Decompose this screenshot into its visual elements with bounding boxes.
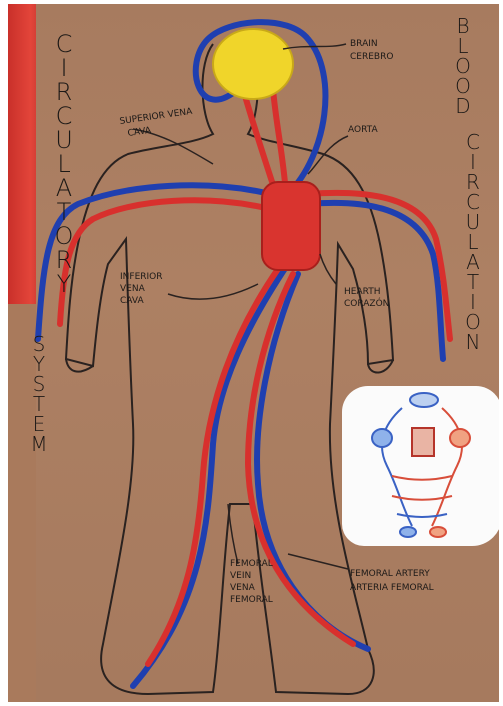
- right-arm-artery: [60, 200, 270, 324]
- title-system: S Y S T E M: [30, 334, 48, 454]
- title-letter: U: [54, 128, 74, 152]
- diagram-artery-path: [432, 408, 462, 526]
- title-letter: C: [54, 104, 74, 128]
- title-circulation: C I R C U L A T I O N: [464, 132, 482, 352]
- femoral-vein-pointer: [228, 504, 238, 564]
- inferior-vena-cava-pointer: [168, 284, 258, 299]
- label-heart-es: CORAZÓN: [344, 297, 389, 309]
- label-femoral-artery-en: FEMORAL ARTERY: [350, 569, 430, 579]
- heart-clay: [262, 182, 320, 270]
- title-letter: O: [464, 312, 482, 332]
- title-letter: O: [54, 224, 74, 248]
- label-superior-vena-cava-2: CAVA: [127, 126, 153, 139]
- title-letter: I: [464, 152, 482, 172]
- title-letter: I: [54, 56, 74, 80]
- label-superior-vena-cava-1: SUPERIOR VENA: [119, 107, 194, 127]
- right-leg-vein: [133, 264, 288, 686]
- label-aorta: AORTA: [348, 125, 378, 135]
- label-femoral-vein-2: VEIN: [230, 571, 251, 581]
- femoral-artery-pointer: [288, 554, 348, 569]
- title-letter: Y: [30, 354, 48, 374]
- title-letter: N: [464, 332, 482, 352]
- title-letter: S: [30, 334, 48, 354]
- label-femoral-vein-3: VENA: [230, 583, 256, 593]
- title-letter: C: [464, 132, 482, 152]
- circulatory-illustration: BRAIN CEREBRO SUPERIOR VENA CAVA AORTA I…: [8, 4, 499, 702]
- title-letter: O: [454, 56, 472, 76]
- title-letter: E: [30, 414, 48, 434]
- title-letter: R: [54, 80, 74, 104]
- title-letter: S: [30, 374, 48, 394]
- title-letter: T: [54, 200, 74, 224]
- title-letter: I: [464, 292, 482, 312]
- label-femoral-vein-4: FEMORAL: [230, 595, 273, 605]
- left-arm-artery: [308, 193, 450, 339]
- diagram-organ-loop-1: [392, 476, 452, 480]
- title-letter: Y: [54, 272, 74, 296]
- title-letter: A: [464, 252, 482, 272]
- title-letter: R: [464, 172, 482, 192]
- poster-photo: BRAIN CEREBRO SUPERIOR VENA CAVA AORTA I…: [8, 4, 499, 702]
- label-brain-en: BRAIN: [350, 39, 378, 49]
- diagram-lung-right: [450, 429, 470, 447]
- diagram-lung-left: [372, 429, 392, 447]
- title-letter: L: [54, 152, 74, 176]
- diagram-organ-blue: [400, 527, 416, 537]
- heart-pointer: [320, 254, 336, 284]
- label-inferior-vena-cava-3: CAVA: [120, 296, 144, 306]
- brain-clay: [213, 29, 293, 99]
- label-femoral-vein-1: FEMORAL: [230, 559, 273, 569]
- title-blood: B L O O D: [454, 16, 472, 116]
- title-letter: D: [454, 96, 472, 116]
- title-letter: T: [30, 394, 48, 414]
- title-letter: A: [54, 176, 74, 200]
- title-letter: B: [454, 16, 472, 36]
- label-inferior-vena-cava-1: INFERIOR: [120, 272, 163, 282]
- label-inferior-vena-cava-2: VENA: [120, 284, 146, 294]
- title-letter: L: [464, 232, 482, 252]
- diagram-organ-red: [430, 527, 446, 537]
- printed-diagram-card: [342, 386, 499, 546]
- label-brain-es: CEREBRO: [350, 52, 393, 62]
- label-pointers: [133, 44, 348, 569]
- circulation-diagram: [342, 386, 499, 546]
- label-heart-en: HEARTH: [344, 287, 380, 297]
- title-letter: M: [30, 434, 48, 454]
- diagram-head: [410, 393, 438, 407]
- left-leg-artery: [248, 274, 353, 644]
- diagram-vessels: [372, 393, 470, 537]
- diagram-heart: [412, 428, 434, 456]
- title-letter: U: [464, 212, 482, 232]
- title-letter: R: [54, 248, 74, 272]
- title-letter: O: [454, 76, 472, 96]
- title-letter: L: [454, 36, 472, 56]
- title-circulatory: C I R C U L A T O R Y: [54, 32, 74, 296]
- diagram-vein-path: [382, 408, 412, 526]
- title-letter: C: [54, 32, 74, 56]
- title-letter: C: [464, 192, 482, 212]
- diagram-organ-loop-3: [397, 514, 447, 517]
- title-letter: T: [464, 272, 482, 292]
- label-femoral-artery-es: ARTERIA FEMORAL: [350, 583, 434, 593]
